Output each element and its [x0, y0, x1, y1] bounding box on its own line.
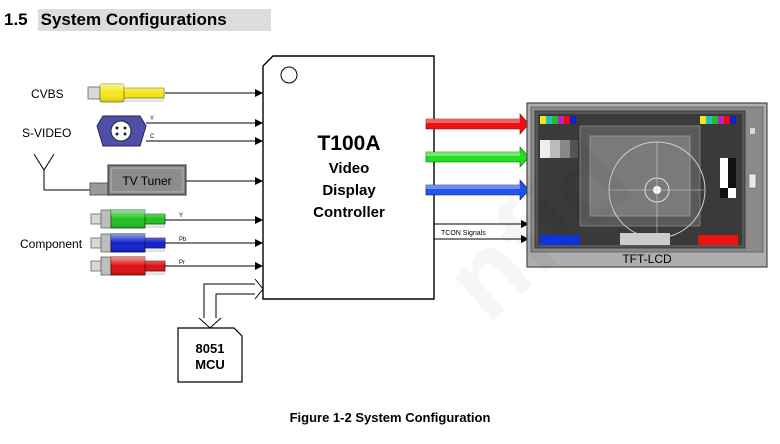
mcu-link	[198, 278, 264, 329]
controller-name: T100A	[317, 132, 380, 155]
figure-caption: Figure 1-2 System Configuration	[289, 410, 491, 425]
component-pr-label: Pr	[179, 260, 185, 266]
tft-lcd-label: TFT-LCD	[622, 252, 672, 266]
svideo-y-label: Y	[150, 116, 154, 122]
section-header: 1.5 System Configurations	[4, 8, 271, 32]
red-output-arrow	[425, 113, 530, 135]
svideo-label: S-VIDEO	[22, 126, 71, 140]
tv-tuner-box: TV Tuner	[89, 164, 187, 196]
mcu-line1: 8051	[196, 341, 225, 356]
section-title: System Configurations	[37, 9, 271, 31]
antenna-icon	[33, 153, 92, 191]
cvbs-connector	[87, 83, 165, 103]
component-pr-connector	[90, 256, 166, 276]
blue-output-arrow	[425, 179, 530, 201]
tcon-label: TCON Signals	[441, 230, 486, 237]
color-swatches-left	[540, 116, 576, 124]
grayscale-bars	[540, 140, 736, 198]
controller-line3: Controller	[313, 204, 385, 221]
mcu-block: 8051 MCU	[177, 327, 243, 383]
component-label: Component	[20, 237, 83, 251]
component-pb-label: Pb	[179, 237, 187, 243]
green-output-arrow	[425, 146, 530, 168]
section-number: 1.5	[4, 10, 28, 29]
component-y-label: Y	[179, 213, 183, 219]
controller-block: T100A Video Display Controller	[262, 55, 435, 300]
controller-line1: Video	[329, 160, 370, 177]
svideo-c-label: C	[150, 134, 155, 140]
component-pb-connector	[90, 233, 166, 253]
color-swatches-right	[700, 116, 736, 124]
mcu-line2: MCU	[195, 357, 225, 372]
component-y-connector	[90, 209, 166, 229]
cvbs-label: CVBS	[31, 87, 64, 101]
controller-line2: Display	[322, 182, 376, 199]
tv-tuner-label: TV Tuner	[122, 174, 171, 188]
svideo-connector	[96, 115, 147, 147]
tft-lcd-monitor: TFT-LCD	[526, 102, 768, 268]
